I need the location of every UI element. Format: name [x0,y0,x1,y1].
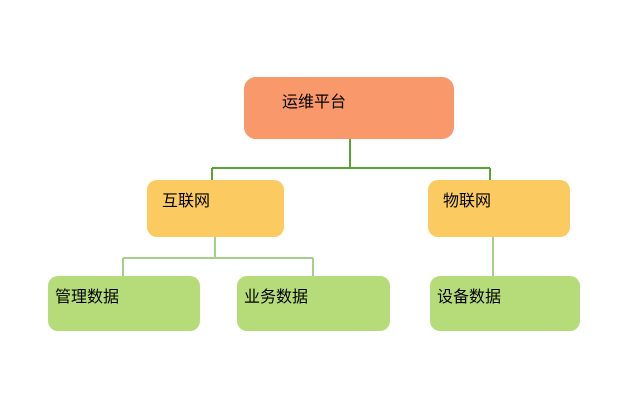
node-management-data: 管理数据 [48,276,200,331]
node-iot: 物联网 [428,180,570,237]
node-business-data-label: 业务数据 [244,289,309,306]
node-business-data: 业务数据 [237,276,390,331]
node-device-data-label: 设备数据 [437,289,502,306]
connector-root-to-level2 [211,139,491,180]
node-iot-label: 物联网 [443,193,492,210]
node-root: 运维平台 [244,77,454,139]
node-device-data: 设备数据 [430,276,580,331]
node-management-data-label: 管理数据 [55,289,120,306]
node-internet-label: 互联网 [162,193,211,210]
node-internet: 互联网 [147,180,284,237]
node-root-label: 运维平台 [282,94,347,111]
connector-internet-to-children [122,237,314,276]
